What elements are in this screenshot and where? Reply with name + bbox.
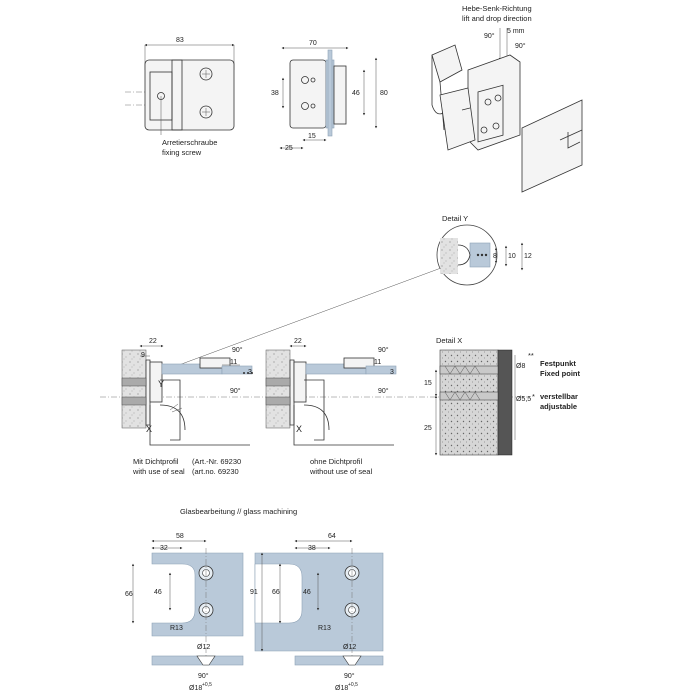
right-tolerance: +0,5	[348, 682, 358, 688]
seal-angle-bottom: 90°	[230, 387, 241, 395]
right-countersink: Ø18	[335, 685, 348, 692]
side-width-dim: 70	[309, 40, 317, 47]
section-without-seal: 22 11 3 90° 90° X ohne Dichtprofil witho…	[265, 338, 397, 476]
side-height-dim: 80	[380, 90, 388, 97]
right-hole-46: 46	[303, 589, 311, 596]
right-hole-dia: Ø12	[343, 644, 356, 651]
right-angle: 90°	[344, 672, 355, 680]
detail-x-dia55: Ø5,5	[516, 396, 531, 403]
side-hole-dim: 38	[271, 90, 279, 97]
iso-angle-1: 90°	[484, 32, 495, 40]
adjustable-mark: *	[532, 392, 535, 401]
seal-dim-9: 9	[141, 352, 145, 359]
right-width-64: 64	[328, 533, 336, 540]
left-angle: 90°	[198, 672, 209, 680]
noseal-dim-11: 11	[374, 359, 381, 366]
iso-lift: 5 mm	[507, 28, 525, 35]
side-view: 70 80 46 38 15 25	[271, 40, 388, 152]
left-radius: R13	[170, 625, 183, 632]
right-height-66: 66	[272, 589, 280, 596]
glass-machining-left: 58 32 66 46 R13 Ø12 90° Ø18 +0,5	[125, 533, 244, 692]
seal-dim-22: 22	[149, 338, 157, 345]
section-with-seal: 22 9 11 3 90° 90° X Y Mit Dichtprofil (A…	[100, 338, 530, 476]
fixing-screw-de: Arretierschraube	[162, 138, 217, 147]
adjustable-en: adjustable	[540, 402, 577, 411]
right-width-38: 38	[308, 545, 316, 552]
left-height-66: 66	[125, 591, 133, 598]
seal-caption-de-b: (Art.-Nr. 69230	[192, 457, 241, 466]
fixed-point-en: Fixed point	[540, 369, 581, 378]
side-inner-dim: 46	[352, 90, 360, 97]
detail-x-title: Detail X	[436, 336, 462, 345]
seal-label-x: X	[146, 424, 152, 434]
screw-hole-icon	[199, 67, 213, 81]
noseal-angle-bottom: 90°	[378, 387, 389, 395]
right-radius: R13	[318, 625, 331, 632]
noseal-angle-top: 90°	[378, 346, 389, 354]
detail-y-12: 12	[524, 253, 532, 260]
isometric-view: Hebe-Senk-Richtung lift and drop directi…	[431, 4, 583, 193]
fixed-point-de: Festpunkt	[540, 359, 576, 368]
screw-hole-icon	[199, 105, 213, 119]
left-countersink: Ø18	[189, 685, 202, 692]
noseal-caption-en: without use of seal	[309, 467, 372, 476]
noseal-dim-22: 22	[294, 338, 302, 345]
seal-caption-en-b: (art.no. 69230	[192, 467, 239, 476]
left-width-32: 32	[160, 545, 168, 552]
detail-y-10: 10	[508, 253, 516, 260]
detail-y-8: 8	[493, 253, 497, 260]
fixed-mark: **	[528, 351, 534, 360]
left-width-58: 58	[176, 533, 184, 540]
glass-machining-title: Glasbearbeitung // glass machining	[180, 507, 297, 516]
direction-en: lift and drop direction	[462, 14, 532, 23]
adjustable-de: verstellbar	[540, 392, 578, 401]
direction-de: Hebe-Senk-Richtung	[462, 4, 532, 13]
side-offset-25: 25	[285, 145, 293, 152]
detail-y-title: Detail Y	[442, 214, 468, 223]
left-tolerance: +0,5	[202, 682, 212, 688]
front-view: 83 Arretierschraube fixing screw	[125, 37, 235, 157]
detail-y: Detail Y 8 10 12	[159, 214, 532, 373]
side-offset-15: 15	[308, 133, 316, 140]
seal-caption-en-a: with use of seal	[132, 467, 185, 476]
seal-caption-de-a: Mit Dichtprofil	[133, 457, 179, 466]
detail-x-dia8: Ø8	[516, 363, 525, 370]
fixing-screw-en: fixing screw	[162, 148, 202, 157]
iso-angle-2: 90°	[515, 42, 526, 50]
seal-label-y: Y	[158, 379, 164, 389]
noseal-caption-de: ohne Dichtprofil	[310, 457, 362, 466]
detail-x: Detail X 15 25 Ø8 Ø5,5 ** Festpunkt Fixe…	[424, 336, 581, 456]
left-hole-dia: Ø12	[197, 644, 210, 651]
front-width-dim: 83	[176, 37, 184, 44]
detail-x-25: 25	[424, 425, 432, 432]
seal-angle-top: 90°	[232, 346, 243, 354]
noseal-dim-3: 3	[390, 369, 394, 376]
left-hole-46: 46	[154, 589, 162, 596]
seal-dim-11: 11	[230, 359, 237, 366]
noseal-label-x: X	[296, 424, 302, 434]
right-height-91: 91	[250, 589, 258, 596]
glass-machining-right: 64 38 91 66 46 R13 Ø12 90° Ø18 +0,5	[250, 533, 384, 692]
detail-x-15: 15	[424, 380, 432, 387]
seal-dim-3: 3	[248, 369, 252, 376]
